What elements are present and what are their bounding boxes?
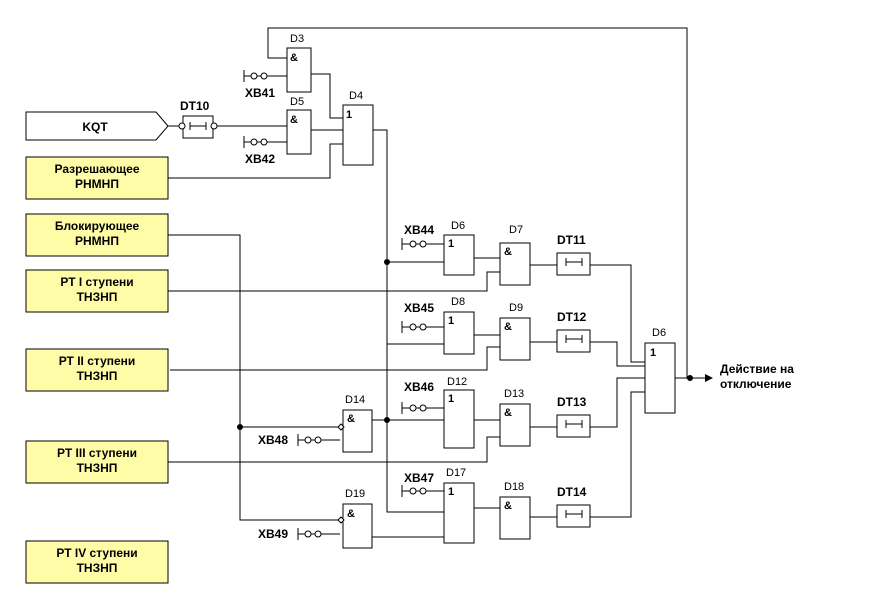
svg-text:XB46: XB46 [404,380,434,394]
svg-text:1: 1 [448,393,454,405]
svg-text:РТ II ступени: РТ II ступени [59,354,136,368]
svg-text:D12: D12 [447,376,467,388]
input-rt1: РТ I ступени ТНЗНП [25,269,169,313]
gate-d6-big: 1 D6 [644,327,676,414]
timer-dt14: DT14 [556,485,591,528]
svg-text:Блокирующее: Блокирующее [55,219,140,233]
gate-d6-small: 1 D6 [443,220,475,276]
gate-d3: & D3 [286,33,312,93]
gate-d17: 1 D17 [443,467,475,544]
svg-text:D17: D17 [446,467,466,479]
svg-text:D9: D9 [509,302,523,314]
switch-xb45: XB45 [401,301,434,333]
svg-text:ТНЗНП: ТНЗНП [77,561,118,575]
input-kqt-label: KQT [82,120,108,134]
svg-text:&: & [504,500,512,512]
svg-text:XB41: XB41 [245,86,275,100]
switch-xb49: XB49 [258,527,322,541]
svg-text:1: 1 [448,486,454,498]
gate-d9: & D9 [499,302,531,361]
svg-text:РТ IV ступени: РТ IV ступени [56,546,137,560]
svg-text:РНМНП: РНМНП [75,234,119,248]
svg-text:&: & [504,407,512,419]
svg-text:РТ III ступени: РТ III ступени [57,446,137,460]
svg-text:РТ I ступени: РТ I ступени [60,275,133,289]
gate-d18: & D18 [499,481,531,540]
svg-text:&: & [504,321,512,333]
svg-text:D7: D7 [509,224,523,236]
svg-text:1: 1 [346,109,352,121]
svg-text:&: & [504,246,512,258]
input-razreshayushchee: Разрешающее РНМНП [25,156,169,200]
svg-text:D13: D13 [504,388,524,400]
svg-text:DT13: DT13 [557,395,587,409]
svg-text:D5: D5 [290,96,304,108]
svg-text:DT12: DT12 [557,310,587,324]
svg-text:1: 1 [448,238,454,250]
gate-d13: & D13 [499,388,531,447]
gate-d14: & D14 [337,394,373,453]
timer-dt10: DT10 [178,99,218,139]
svg-text:XB45: XB45 [404,301,434,315]
svg-text:D14: D14 [345,394,365,406]
junctions [237,259,693,430]
svg-text:D19: D19 [345,488,365,500]
svg-text:XB48: XB48 [258,433,288,447]
timer-dt11: DT11 [556,233,591,276]
svg-text:D6: D6 [652,327,666,339]
svg-text:D18: D18 [504,481,524,493]
svg-text:1: 1 [650,347,656,359]
switch-xb44: XB44 [401,223,434,250]
timer-dt12: DT12 [556,310,591,353]
svg-text:DT14: DT14 [557,485,587,499]
switch-xb48: XB48 [258,433,322,447]
switch-xb46: XB46 [401,380,434,414]
svg-text:&: & [290,52,298,64]
switch-xb41: XB41 [243,70,275,100]
svg-text:Действие на: Действие на [720,362,794,376]
wires [168,27,713,538]
svg-text:&: & [347,413,355,425]
svg-text:XB49: XB49 [258,527,288,541]
svg-text:XB42: XB42 [245,152,275,166]
svg-text:D8: D8 [451,296,465,308]
input-rt2: РТ II ступени ТНЗНП [25,348,169,392]
switch-xb47: XB47 [401,471,434,497]
svg-text:ТНЗНП: ТНЗНП [77,461,118,475]
gate-d5: & D5 [286,96,312,155]
gate-d4: 1 D4 [342,90,374,166]
svg-text:ТНЗНП: ТНЗНП [77,290,118,304]
input-kqt: KQT [25,111,169,141]
svg-text:&: & [347,508,355,520]
svg-text:D3: D3 [290,33,304,45]
input-rt4: РТ IV ступени ТНЗНП [25,540,169,584]
timer-dt13: DT13 [556,395,591,438]
svg-text:отключение: отключение [720,377,792,391]
gate-d19: & D19 [337,488,373,549]
switch-xb42: XB42 [243,136,275,166]
svg-text:ТНЗНП: ТНЗНП [77,369,118,383]
gate-d7: & D7 [499,224,531,286]
svg-text:1: 1 [448,315,454,327]
svg-text:D6: D6 [451,220,465,232]
gate-d8: 1 D8 [443,296,475,355]
svg-text:&: & [290,114,298,126]
input-blokiruyushchee: Блокирующее РНМНП [25,213,169,257]
svg-text:XB47: XB47 [404,471,434,485]
svg-text:РНМНП: РНМНП [75,177,119,191]
svg-text:XB44: XB44 [404,223,434,237]
svg-text:Разрешающее: Разрешающее [54,162,139,176]
gate-d12: 1 D12 [443,376,475,449]
output-label: Действие на отключение [720,362,794,391]
svg-text:DT10: DT10 [180,99,210,113]
svg-text:D4: D4 [349,90,363,102]
input-rt3: РТ III ступени ТНЗНП [25,440,169,484]
svg-text:DT11: DT11 [557,233,586,247]
